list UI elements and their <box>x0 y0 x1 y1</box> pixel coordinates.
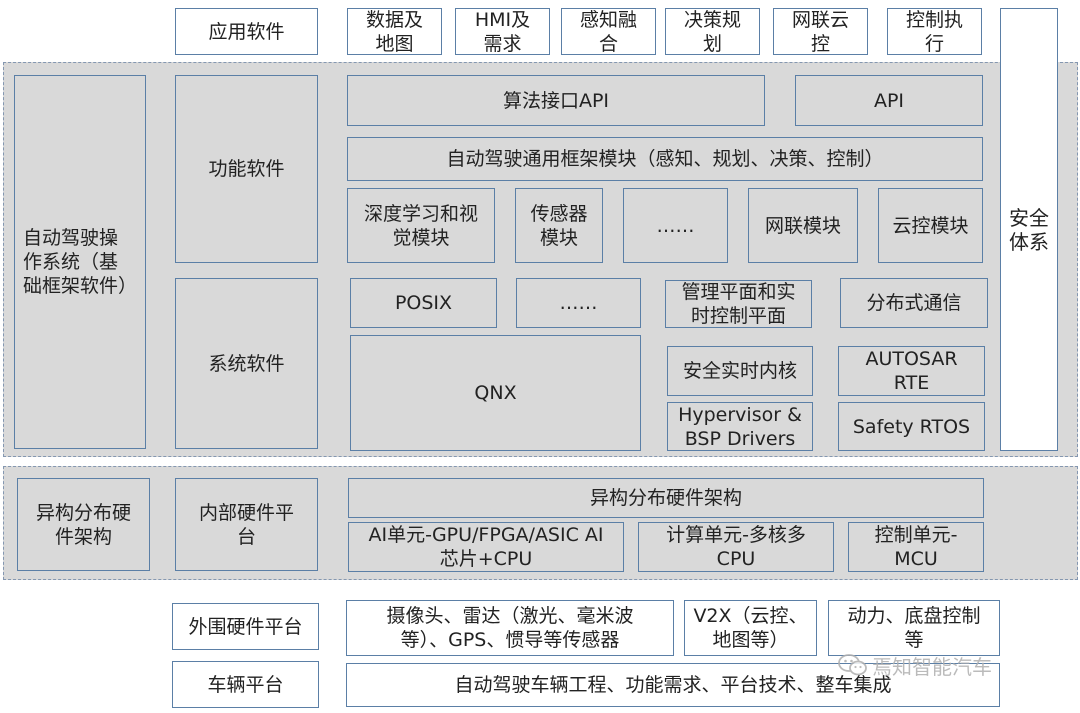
watermark-text: 焉知智能汽车 <box>872 654 992 679</box>
app-data-map: 数据及 地图 <box>347 8 442 55</box>
peripheral-sensors: 摄像头、雷达（激光、毫米波 等）、GPS、惯导等传感器 <box>346 600 674 656</box>
compute-unit: 计算单元-多核多 CPU <box>638 522 834 572</box>
function-software-label: 功能软件 <box>175 75 318 263</box>
safety-realtime-kernel: 安全实时内核 <box>667 346 813 396</box>
internal-hardware-platform: 内部硬件平 台 <box>175 478 318 571</box>
hardware-architecture-label: 异构分布硬 件架构 <box>17 478 150 571</box>
common-framework-module: 自动驾驶通用框架模块（感知、规划、决策、控制） <box>347 137 983 181</box>
control-unit-mcu: 控制单元- MCU <box>848 522 984 572</box>
algorithm-api: 算法接口API <box>347 75 765 126</box>
app-perception-fusion: 感知融 合 <box>561 8 656 55</box>
vehicle-platform-content: 自动驾驶车辆工程、功能需求、平台技术、整车集成 <box>346 663 1000 707</box>
system-software-label: 系统软件 <box>175 278 318 449</box>
application-software-label: 应用软件 <box>175 8 318 55</box>
qnx: QNX <box>350 335 641 451</box>
module-connected: 网联模块 <box>748 188 858 263</box>
app-connected-cloud: 网联云 控 <box>773 8 868 55</box>
posix: POSIX <box>350 278 497 328</box>
vehicle-platform-label: 车辆平台 <box>172 661 319 708</box>
safety-rtos: Safety RTOS <box>838 402 985 451</box>
management-control-plane: 管理平面和实 时控制平面 <box>665 280 812 328</box>
peripheral-hardware-label: 外围硬件平台 <box>172 603 319 650</box>
app-control-execution: 控制执 行 <box>887 8 982 55</box>
app-decision-planning: 决策规 划 <box>665 8 760 55</box>
safety-system: 安全 体系 <box>1000 8 1058 451</box>
wechat-icon <box>838 654 867 676</box>
system-ellipsis: …… <box>516 278 641 328</box>
module-sensor: 传感器 模块 <box>515 188 603 263</box>
autosar-rte: AUTOSAR RTE <box>838 346 985 396</box>
api-box: API <box>795 75 983 126</box>
module-cloud-control: 云控模块 <box>878 188 983 263</box>
hypervisor-bsp: Hypervisor & BSP Drivers <box>667 402 813 451</box>
peripheral-powertrain-chassis: 动力、底盘控制 等 <box>828 600 1000 656</box>
watermark: 焉知智能汽车 <box>838 649 1060 681</box>
peripheral-v2x: V2X（云控、 地图等） <box>684 600 817 656</box>
app-hmi: HMI及 需求 <box>455 8 550 55</box>
module-deep-learning-vision: 深度学习和视 觉模块 <box>347 188 495 263</box>
module-ellipsis: …… <box>623 188 728 263</box>
distributed-communication: 分布式通信 <box>840 278 988 328</box>
heterogeneous-architecture: 异构分布硬件架构 <box>348 478 984 518</box>
os-framework-label: 自动驾驶操 作系统（基 础框架软件） <box>14 75 146 449</box>
ai-unit: AI单元-GPU/FPGA/ASIC AI 芯片+CPU <box>348 522 624 572</box>
